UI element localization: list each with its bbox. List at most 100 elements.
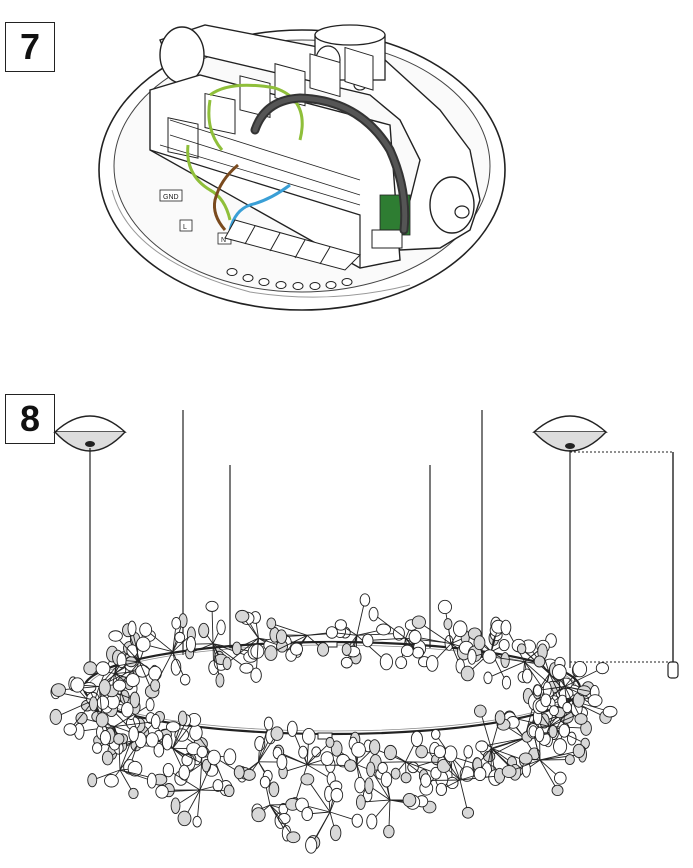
leaf-disc: [602, 705, 618, 718]
leaf-disc: [522, 668, 533, 684]
leaf-disc: [562, 701, 573, 714]
cable-guide-line: [570, 451, 679, 679]
leaf-disc: [426, 655, 439, 672]
leaf-disc: [233, 765, 245, 780]
leaf-disc: [551, 784, 564, 797]
branch-stem: [294, 764, 308, 803]
terminal-label-l: L: [183, 224, 187, 231]
leaf-disc: [113, 733, 125, 745]
leaf-disc: [216, 619, 226, 636]
leaf-disc: [108, 630, 123, 642]
leaf-disc: [171, 617, 182, 630]
leaf-disc: [400, 644, 414, 658]
leaf-disc: [325, 626, 338, 639]
leaf-disc: [305, 836, 318, 854]
leaf-disc: [494, 710, 506, 725]
leaf-disc: [552, 664, 567, 681]
leaf-disc: [351, 742, 366, 758]
leaf-disc: [317, 642, 330, 657]
leaf-disc: [359, 593, 371, 607]
ground-wire: [186, 144, 232, 221]
leaf-disc: [402, 793, 417, 808]
branch-stem: [114, 721, 156, 727]
leaf-disc: [390, 767, 401, 780]
leaf-disc: [325, 736, 335, 748]
leaf-disc: [89, 696, 98, 712]
leaf-disc: [198, 622, 210, 639]
leaf-disc: [400, 772, 412, 784]
leaf-disc: [135, 664, 150, 678]
leaf-disc: [116, 652, 127, 669]
leaf-disc: [340, 656, 353, 669]
leaf-disc: [548, 724, 558, 739]
leaf-disc: [286, 720, 298, 737]
leaf-disc: [329, 824, 342, 842]
leaf-disc: [298, 745, 308, 759]
leaf-disc: [263, 716, 274, 731]
leaf-disc: [463, 745, 473, 759]
leaf-disc: [162, 762, 175, 778]
leaf-disc: [259, 775, 271, 789]
branch-stem: [539, 750, 580, 761]
leaf-disc: [98, 679, 111, 696]
neutral-wire: [228, 183, 291, 231]
leaf-disc: [302, 727, 316, 745]
leaf-disc: [212, 779, 224, 792]
leaf-disc: [483, 671, 493, 685]
live-wire: [213, 163, 239, 231]
leaf-disc: [443, 745, 458, 763]
leaf-disc: [51, 683, 66, 697]
leaf-disc: [533, 684, 543, 697]
leaf-disc: [330, 787, 344, 803]
branch-stem: [564, 667, 603, 687]
leaf-disc: [395, 656, 408, 669]
leaf-disc: [460, 665, 475, 682]
branch-stem: [539, 759, 558, 791]
leaf-disc: [376, 623, 391, 636]
leaf-disc: [290, 642, 304, 656]
leaf-disc: [145, 732, 159, 748]
leaf-disc: [553, 738, 568, 755]
leaf-disc: [127, 620, 137, 637]
leaf-disc: [473, 766, 487, 782]
branch-stem: [488, 737, 525, 757]
leaf-disc: [95, 712, 109, 728]
leaf-disc: [351, 813, 363, 828]
leaf-disc: [500, 619, 512, 636]
leaf-disc: [408, 629, 422, 644]
branch-stem: [119, 769, 152, 782]
leaf-disc: [96, 695, 110, 710]
leaf-disc: [379, 653, 393, 671]
branch-stem: [356, 632, 399, 636]
leaf-disc: [146, 772, 157, 789]
canopy-right: [532, 415, 608, 452]
leaf-disc: [475, 740, 489, 753]
leaf-disc: [286, 831, 301, 844]
leaf-disc: [63, 723, 77, 736]
leaf-disc: [301, 806, 313, 822]
leaf-disc: [595, 662, 609, 675]
branch-stem: [271, 622, 308, 636]
leaf-disc: [341, 643, 352, 656]
branch-stem: [168, 769, 201, 791]
leaf-disc: [153, 742, 165, 758]
terminal-block: [149, 46, 411, 269]
leaf-disc: [207, 749, 221, 766]
leaf-disc: [473, 635, 486, 651]
leaf-disc: [474, 704, 487, 718]
branch-stem: [212, 643, 247, 669]
leaf-clusters: [49, 593, 618, 854]
leaf-disc: [415, 745, 428, 759]
leaf-disc: [518, 752, 533, 765]
branch-stem: [367, 637, 406, 641]
leaf-disc: [534, 726, 545, 743]
leaf-disc: [75, 711, 88, 725]
screw-hole-right: [454, 205, 470, 219]
leaf-disc: [380, 771, 393, 788]
leaf-disc: [251, 807, 266, 823]
leaf-disc: [266, 617, 277, 630]
leaf-disc: [368, 606, 379, 622]
branch-stem: [564, 686, 595, 693]
